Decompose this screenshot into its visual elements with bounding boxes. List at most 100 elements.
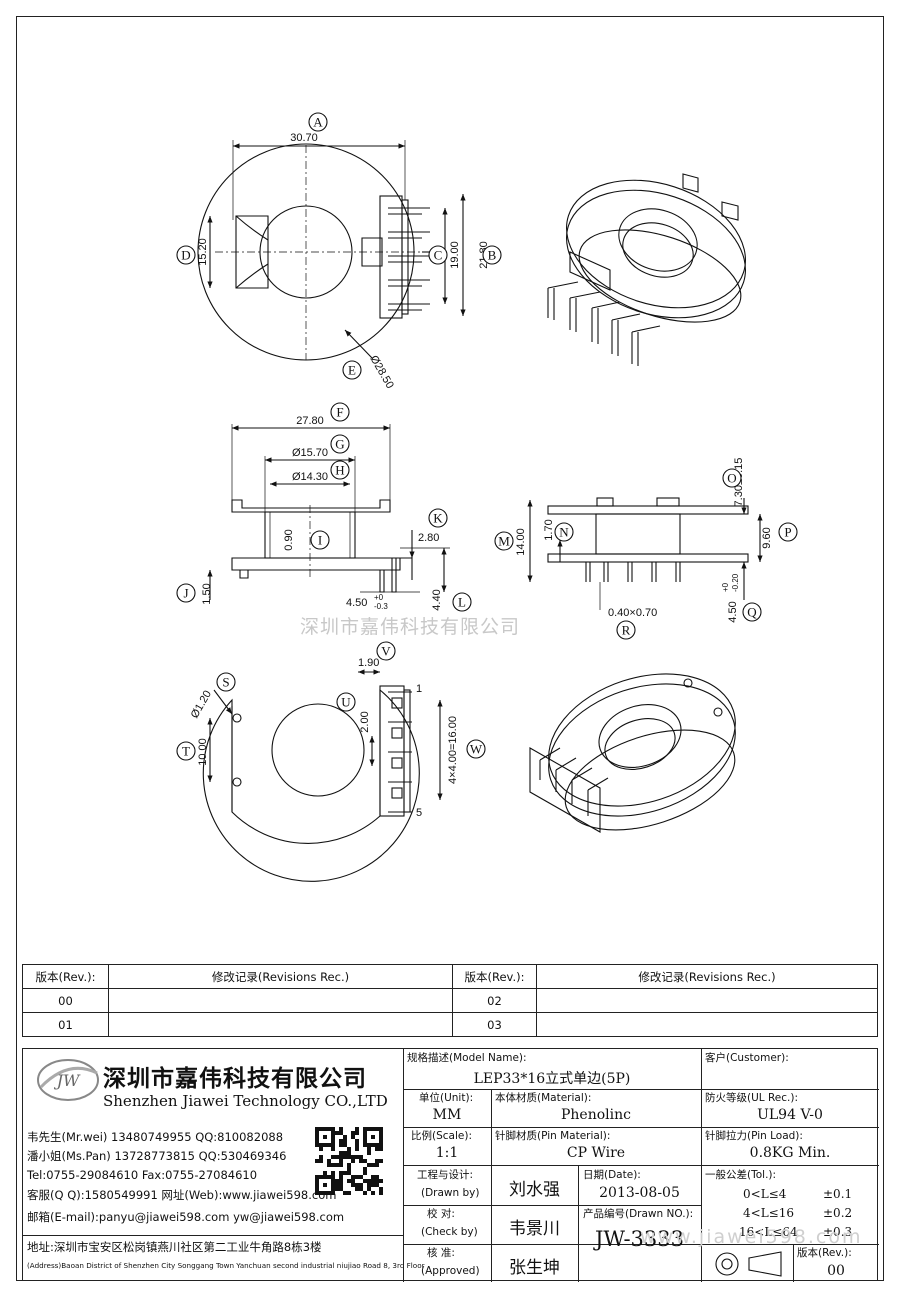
contact-line: 潘小姐(Ms.Pan) 13728773815 QQ:530469346 — [27, 1149, 287, 1163]
dim-D: 15.20 — [197, 238, 209, 266]
rev-cell: 00 — [22, 988, 109, 1013]
model-name: LEP33*16立式单边(5P) — [473, 1071, 631, 1087]
contact-line: 邮箱(E-mail):panyu@jiawei598.com yw@jiawei… — [27, 1210, 345, 1224]
front-view-pins — [585, 562, 681, 582]
model-name-label: 规格描述(Model Name): — [407, 1052, 527, 1064]
marker-h: H — [330, 460, 350, 480]
svg-text:C: C — [434, 248, 443, 263]
svg-text:R: R — [622, 623, 631, 638]
marker-n: N — [554, 522, 574, 542]
tolerance-range: 4<L≤16 — [743, 1206, 794, 1220]
svg-text:G: G — [335, 437, 344, 452]
rev-cell: 02 — [452, 988, 537, 1013]
iso-view-bottom — [529, 673, 736, 833]
check-by-label-en: (Check by) — [421, 1226, 478, 1238]
marker-l: L — [452, 592, 472, 612]
marker-g: G — [330, 434, 350, 454]
marker-o: O — [722, 468, 742, 488]
approved-label: 核 准: — [427, 1247, 455, 1259]
dim-E: Ø28.50 — [367, 354, 395, 391]
rec-cell — [108, 1012, 453, 1037]
marker-q: Q — [742, 602, 762, 622]
bottom-view — [202, 669, 443, 882]
scale: 1:1 — [435, 1145, 459, 1161]
unit: MM — [432, 1107, 462, 1123]
drawn-by-label: 工程与设计: — [417, 1169, 474, 1181]
tolerance-label: 一般公差(Tol.): — [705, 1169, 777, 1181]
svg-text:O: O — [727, 471, 736, 486]
side-view — [207, 424, 450, 600]
dim-L: 4.40 — [431, 589, 443, 610]
svg-text:V: V — [381, 644, 391, 659]
side-view-pins — [379, 557, 413, 593]
ul-rating: UL94 V-0 — [757, 1107, 823, 1123]
svg-text:E: E — [348, 363, 356, 378]
dim-H: Ø14.30 — [292, 471, 328, 483]
dim-Q: 4.50 — [727, 601, 739, 622]
pin-number-last: 5 — [416, 807, 422, 819]
rec-cell — [536, 988, 878, 1013]
dim-pin: 4.50 — [346, 597, 367, 609]
svg-text:I: I — [318, 533, 322, 548]
logo-text: JW — [54, 1071, 81, 1090]
marker-v: V — [376, 641, 396, 661]
dim-pin-tol-minus: -0.3 — [374, 602, 388, 611]
dim-Q-tol-minus: -0.20 — [731, 573, 740, 592]
title-block: JW 深圳市嘉伟科技有限公司 Shenzhen Jiawei Technolog… — [22, 1048, 879, 1282]
rev-col-header: 版本(Rev.): — [452, 964, 537, 989]
pin-number-first: 1 — [416, 683, 422, 695]
material-label: 本体材质(Material): — [495, 1092, 592, 1104]
marker-f: F — [330, 402, 350, 422]
dim-G: Ø15.70 — [292, 447, 328, 459]
drawn-no-label: 产品编号(Drawn NO.): — [583, 1208, 694, 1220]
pin-load-label: 针脚拉力(Pin Load): — [705, 1130, 803, 1142]
dim-K: 2.80 — [418, 532, 439, 544]
tolerance-range: 0<L≤4 — [743, 1187, 787, 1201]
iso-view-top — [547, 173, 746, 366]
svg-text:H: H — [335, 463, 344, 478]
dim-Q-tol-plus: +0 — [721, 582, 730, 592]
tolerance-value: ±0.3 — [823, 1225, 853, 1239]
technical-drawing: 30.70 21.80 19.00 15.20 Ø28.50 27.80 Ø15… — [176, 112, 798, 882]
dim-N: 1.70 — [543, 519, 555, 540]
svg-text:K: K — [433, 511, 443, 526]
check-by: 韦景川 — [509, 1219, 560, 1239]
table-row: 01 03 — [22, 1012, 878, 1037]
pin-load: 0.8KG Min. — [749, 1145, 831, 1161]
svg-text:L: L — [458, 595, 466, 610]
marker-b: B — [482, 245, 502, 265]
pin-material-label: 针脚材质(Pin Material): — [495, 1130, 611, 1142]
tolerance-value: ±0.2 — [823, 1206, 853, 1220]
customer-label: 客户(Customer): — [705, 1052, 789, 1064]
rev-value: 00 — [827, 1263, 845, 1279]
dim-P: 9.60 — [761, 527, 773, 548]
check-by-label: 校 对: — [427, 1208, 455, 1220]
dim-R: 0.40×0.70 — [608, 607, 657, 619]
svg-text:J: J — [183, 586, 188, 601]
svg-text:U: U — [341, 695, 351, 710]
date-label: 日期(Date): — [583, 1169, 641, 1181]
watermark-url: www.jiawei598.com — [640, 1226, 863, 1248]
dim-I: 0.90 — [283, 529, 295, 550]
iso-pins-top — [547, 281, 661, 366]
marker-s: S — [216, 672, 236, 692]
marker-j: J — [176, 583, 196, 603]
revision-table: 版本(Rev.): 修改记录(Revisions Rec.) 版本(Rev.):… — [22, 964, 878, 1037]
dim-M: 14.00 — [515, 528, 527, 556]
ul-label: 防火等级(UL Rec.): — [705, 1092, 798, 1104]
rev-cell: 03 — [452, 1012, 537, 1037]
company-address-en: (Address)Baoan District of Shenzhen City… — [27, 1261, 425, 1270]
projection-symbol-icon — [707, 1249, 789, 1279]
marker-c: C — [428, 245, 448, 265]
svg-text:N: N — [559, 525, 569, 540]
svg-text:S: S — [222, 675, 229, 690]
pin-material: CP Wire — [566, 1145, 626, 1161]
marker-a: A — [308, 112, 328, 132]
marker-m: M — [494, 531, 514, 551]
rev-col-header: 版本(Rev.): — [22, 964, 109, 989]
marker-t: T — [176, 741, 196, 761]
approved-by: 张生坤 — [509, 1258, 560, 1278]
dim-A: 30.70 — [290, 132, 318, 144]
front-view — [527, 497, 763, 610]
